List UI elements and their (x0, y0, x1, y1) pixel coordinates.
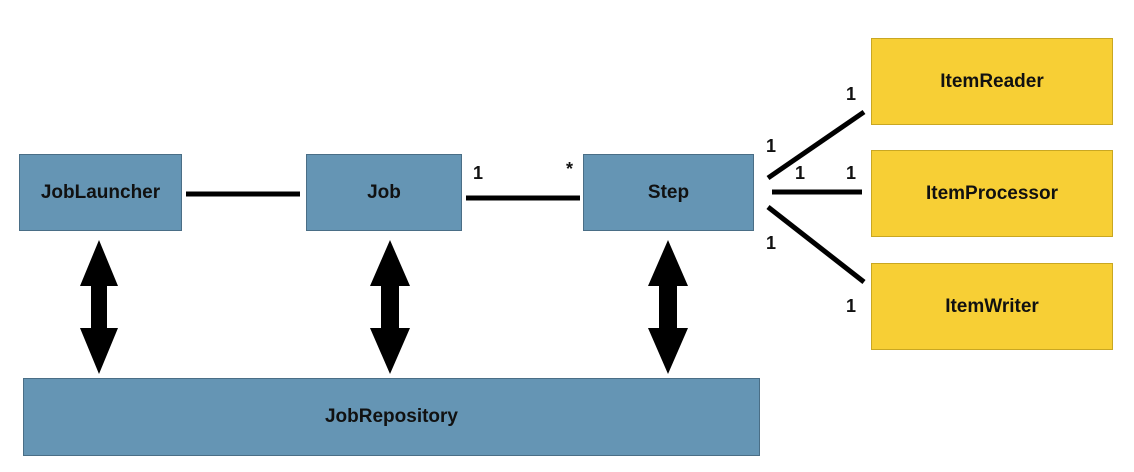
item-reader-box: ItemReader (871, 38, 1113, 125)
step-reader-line (766, 109, 866, 181)
job-repository-box: JobRepository (23, 378, 760, 456)
job-launcher-box: JobLauncher (19, 154, 182, 231)
step-box: Step (583, 154, 754, 231)
job-multiplicity-label: 1 (473, 163, 484, 183)
writer-end-multiplicity-label: 1 (846, 296, 857, 316)
item-writer-label: ItemWriter (945, 295, 1039, 317)
item-processor-label: ItemProcessor (925, 182, 1058, 204)
step-multiplicity-label: * (566, 159, 574, 179)
item-processor-box: ItemProcessor (871, 150, 1113, 237)
step-processor-multiplicity-label: 1 (795, 163, 806, 183)
step-reader-multiplicity-label: 1 (766, 136, 777, 156)
job-repository-arrow (370, 240, 410, 374)
job-launcher-label: JobLauncher (40, 181, 161, 203)
item-reader-label: ItemReader (940, 70, 1044, 92)
step-repository-arrow (648, 240, 688, 374)
step-label: Step (647, 181, 690, 203)
reader-end-multiplicity-label: 1 (846, 84, 857, 104)
job-repository-label: JobRepository (324, 406, 459, 427)
item-writer-box: ItemWriter (871, 263, 1113, 350)
processor-end-multiplicity-label: 1 (846, 163, 857, 183)
job-box: Job (306, 154, 462, 231)
step-writer-multiplicity-label: 1 (766, 233, 777, 253)
job-label: Job (367, 181, 401, 203)
step-writer-line (766, 205, 866, 284)
launcher-repository-arrow (80, 240, 118, 374)
